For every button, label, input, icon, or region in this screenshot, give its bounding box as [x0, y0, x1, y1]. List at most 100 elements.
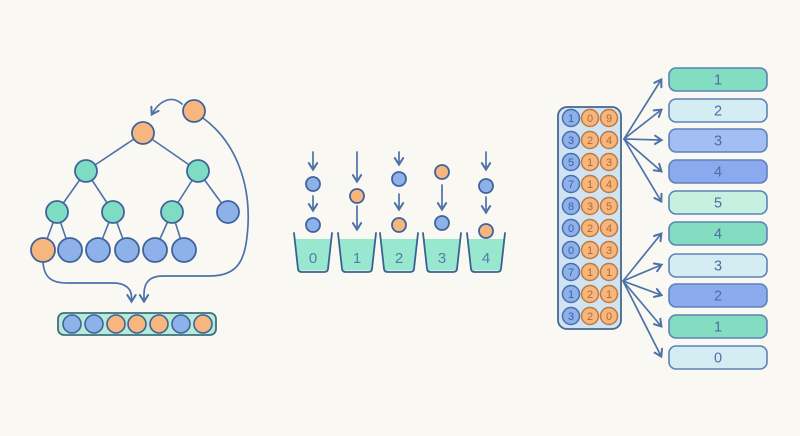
output-box — [668, 253, 768, 278]
output-box-label: 2 — [714, 104, 722, 120]
digit-text: 1 — [606, 289, 612, 301]
output-box — [668, 190, 768, 215]
tree-leaf — [171, 237, 197, 263]
distribution-arrow — [622, 262, 664, 282]
bucket-2: 2 — [379, 232, 419, 273]
output-box-label: 3 — [714, 259, 722, 275]
digit-circle — [580, 262, 600, 282]
digit-text: 3 — [587, 201, 593, 213]
bucket-water — [424, 239, 460, 271]
distribution-arrow — [623, 108, 663, 140]
digit-text: 0 — [568, 223, 574, 235]
digit-row: 0 2 4 — [561, 218, 619, 238]
tree-node — [160, 200, 184, 224]
distribution-arrow — [622, 280, 664, 359]
digit-circle — [580, 196, 600, 216]
extract-path-right — [138, 117, 250, 304]
output-box — [668, 221, 768, 246]
bucket-label: 4 — [482, 250, 490, 267]
digit-text: 3 — [606, 245, 612, 257]
array-cell — [106, 314, 126, 334]
digit-circle — [599, 196, 619, 216]
digit-circle — [580, 218, 600, 238]
digit-row: 1 0 9 — [561, 108, 619, 128]
output-box — [668, 67, 768, 92]
output-box — [668, 98, 768, 123]
digit-text: 1 — [587, 245, 593, 257]
digit-circle — [580, 284, 600, 304]
digit-text: 1 — [587, 267, 593, 279]
tree-leaf — [114, 237, 140, 263]
tree-node-root — [131, 121, 155, 145]
digit-text: 2 — [587, 223, 593, 235]
distribution-arrow — [623, 77, 663, 140]
digit-row: 0 1 3 — [561, 240, 619, 260]
digit-circle — [599, 130, 619, 150]
digit-row: 7 1 4 — [561, 174, 619, 194]
digit-circle — [561, 218, 581, 238]
output-box — [668, 345, 768, 370]
tree-leaf — [142, 237, 168, 263]
bucket-outline — [466, 232, 506, 273]
digit-row: 8 3 5 — [561, 196, 619, 216]
digit-text: 7 — [568, 267, 574, 279]
digit-circle — [580, 152, 600, 172]
array-cell — [84, 314, 104, 334]
digit-circle — [599, 306, 619, 326]
digit-text: 0 — [587, 113, 593, 125]
distribution-arrow — [622, 280, 664, 298]
bucket-label: 3 — [438, 250, 446, 267]
digit-circle — [599, 240, 619, 260]
digit-text: 4 — [606, 135, 612, 147]
bucket-outline — [422, 232, 462, 273]
falling-ball — [349, 188, 365, 204]
digit-circle — [561, 284, 581, 304]
digit-circle — [561, 174, 581, 194]
tree-node — [45, 200, 69, 224]
digit-text: 4 — [606, 223, 612, 235]
falling-ball — [434, 215, 450, 231]
digit-circle — [580, 240, 600, 260]
output-box — [668, 283, 768, 308]
digit-circle — [580, 130, 600, 150]
falling-ball — [478, 178, 494, 194]
array-cell — [171, 314, 191, 334]
bucket-sort-illustration: 0 1 2 3 4 — [293, 151, 506, 273]
output-box — [668, 128, 768, 153]
output-list: 1 2 3 4 5 4 3 2 1 0 — [668, 67, 768, 370]
bucket-label: 0 — [309, 250, 317, 267]
falling-ball — [391, 171, 407, 187]
distribution-arrow — [622, 232, 663, 282]
digit-text: 9 — [606, 113, 612, 125]
output-box — [668, 314, 768, 339]
falling-ball — [305, 217, 321, 233]
falling-ball — [434, 164, 450, 180]
bucket-0: 0 — [293, 232, 333, 273]
digit-circle — [561, 196, 581, 216]
distribution-arrow — [623, 138, 663, 204]
bucket-water — [339, 239, 375, 271]
digit-text: 0 — [568, 245, 574, 257]
bucket-outline — [337, 232, 377, 273]
digit-circle — [561, 152, 581, 172]
digit-text: 2 — [587, 311, 593, 323]
falling-ball — [478, 223, 494, 239]
digit-text: 1 — [568, 289, 574, 301]
digit-circle — [561, 240, 581, 260]
array-cell — [149, 314, 169, 334]
digit-text: 5 — [568, 157, 574, 169]
tree-leaf — [85, 237, 111, 263]
bucket-water — [295, 239, 331, 271]
digit-circle — [580, 108, 600, 128]
digit-row: 7 1 1 — [561, 262, 619, 282]
digit-text: 3 — [568, 311, 574, 323]
digit-circle — [580, 306, 600, 326]
bucket-3: 3 — [422, 232, 462, 273]
digit-circle — [561, 130, 581, 150]
distribution-arrow — [623, 134, 664, 146]
bucket-4: 4 — [466, 232, 506, 273]
bucket-outline — [293, 232, 333, 273]
output-box-label: 4 — [714, 165, 722, 181]
digit-row: 1 2 1 — [561, 284, 619, 304]
